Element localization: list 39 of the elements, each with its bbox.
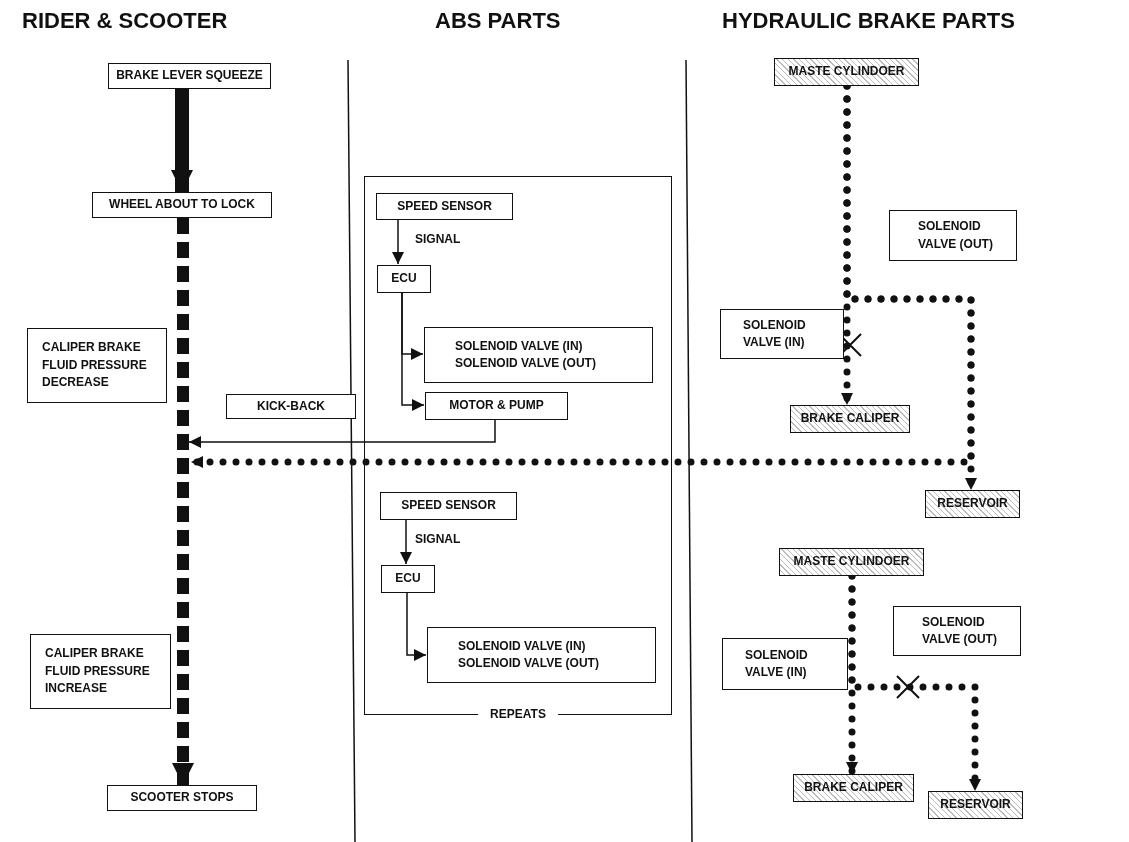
column-heading: HYDRAULIC BRAKE PARTS — [722, 8, 1015, 34]
process-box: SCOOTER STOPS — [107, 785, 257, 811]
hatched-part-box: RESERVOIR — [925, 490, 1020, 518]
process-box: SOLENOID VALVE (OUT) — [889, 210, 1017, 261]
arrow — [171, 89, 193, 192]
process-box: SPEED SENSOR — [380, 492, 517, 520]
process-box: CALIPER BRAKE FLUID PRESSURE DECREASE — [27, 328, 167, 403]
process-box: SOLENOID VALVE (OUT) — [893, 606, 1021, 656]
arrow — [401, 291, 425, 411]
box-text: SOLENOID VALVE (IN) — [458, 637, 586, 655]
arrow — [406, 591, 427, 661]
process-box: SOLENOID VALVE (IN) — [720, 309, 844, 359]
box-text: SOLENOID VALVE (OUT) — [458, 655, 599, 672]
column-heading: RIDER & SCOOTER — [22, 8, 228, 34]
box-text: SOLENOID VALVE (IN) — [455, 337, 583, 355]
process-box: BRAKE LEVER SQUEEZE — [108, 63, 271, 89]
arrow — [392, 218, 404, 265]
process-box: ECU — [381, 565, 435, 593]
hatched-part-box: BRAKE CALIPER — [790, 405, 910, 433]
process-box — [427, 627, 656, 683]
arrow — [188, 418, 496, 448]
process-box — [424, 327, 653, 383]
edge-label: SIGNAL — [415, 532, 461, 546]
process-box: CALIPER BRAKE FLUID PRESSURE INCREASE — [30, 634, 171, 709]
process-box: KICK-BACK — [226, 394, 356, 419]
box-text: SOLENOID VALVE (OUT) — [455, 355, 596, 372]
process-box: SPEED SENSOR — [376, 193, 513, 220]
process-box: ECU — [377, 265, 431, 293]
hatched-part-box: MASTE CYLINDOER — [774, 58, 919, 86]
process-box: WHEEL ABOUT TO LOCK — [92, 192, 272, 218]
edge-label: SIGNAL — [415, 232, 461, 246]
process-box: SOLENOID VALVE (IN) — [722, 638, 848, 690]
process-box: MOTOR & PUMP — [425, 392, 568, 420]
hatched-part-box: MASTE CYLINDOER — [779, 548, 924, 576]
arrow — [400, 518, 412, 565]
hatched-part-box: RESERVOIR — [928, 791, 1023, 819]
dashed-arrow — [172, 218, 194, 785]
hatched-part-box: BRAKE CALIPER — [793, 774, 914, 802]
column-heading: ABS PARTS — [435, 8, 561, 34]
